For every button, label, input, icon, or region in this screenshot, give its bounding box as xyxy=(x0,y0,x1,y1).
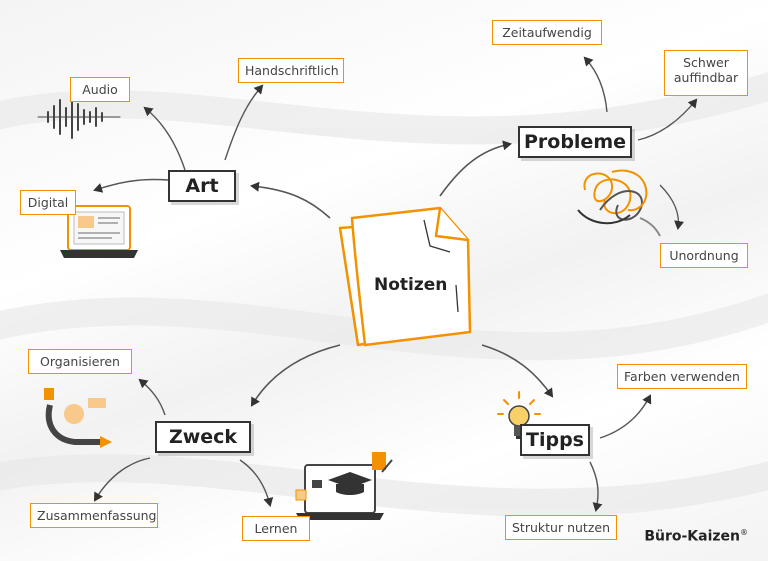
leaf-zusammenfassung[interactable]: Zusammenfassung xyxy=(30,503,158,528)
brand-mark: ® xyxy=(740,528,748,538)
connector-zweck-zusammenfassung xyxy=(93,457,151,502)
connector-art-digital xyxy=(93,178,169,193)
branch-connectors xyxy=(93,56,698,512)
brand-logo: Büro-Kaizen® xyxy=(644,528,748,545)
connector-probleme-unordnung xyxy=(659,184,685,230)
leaf-unordnung[interactable]: Unordnung xyxy=(660,243,748,268)
center-connectors xyxy=(250,140,554,407)
connector-center-zweck xyxy=(250,344,341,407)
leaf-farben-verwenden[interactable]: Farben verwenden xyxy=(617,364,747,389)
leaf-lernen[interactable]: Lernen xyxy=(242,516,310,541)
connector-center-art xyxy=(250,181,331,219)
category-zweck[interactable]: Zweck xyxy=(155,421,251,453)
connector-probleme-zeitaufwendig xyxy=(583,56,608,113)
connector-zweck-organisieren xyxy=(138,378,166,416)
connector-tipps-farben xyxy=(599,394,652,439)
leaf-digital[interactable]: Digital xyxy=(20,190,76,215)
leaf-schwer-line-2: auffindbar xyxy=(673,70,739,85)
leaf-zeitaufwendig[interactable]: Zeitaufwendig xyxy=(492,20,602,45)
brand-name: Büro-Kaizen xyxy=(644,529,740,545)
organize-cycle-icon xyxy=(44,388,112,448)
leaf-organisieren[interactable]: Organisieren xyxy=(28,349,132,374)
category-art[interactable]: Art xyxy=(168,170,236,202)
connector-zweck-lernen xyxy=(239,459,274,507)
leaf-audio[interactable]: Audio xyxy=(70,77,130,102)
leaf-schwer-line-1: Schwer xyxy=(683,55,729,70)
category-probleme[interactable]: Probleme xyxy=(518,126,632,158)
category-tipps[interactable]: Tipps xyxy=(520,424,590,456)
lightbulb-icon xyxy=(497,391,541,439)
tangle-icon xyxy=(577,169,661,237)
connector-tipps-struktur xyxy=(589,461,603,512)
connector-center-probleme xyxy=(439,140,512,197)
audio-waveform-icon xyxy=(37,95,121,139)
learning-laptop-icon xyxy=(295,452,393,520)
laptop-icon xyxy=(60,205,138,258)
leaf-schwer-auffindbar[interactable]: Schwer auffindbar xyxy=(664,50,748,96)
notes-paper-icon xyxy=(338,206,472,347)
leaf-handschriftlich[interactable]: Handschriftlich xyxy=(238,58,344,83)
connector-art-audio xyxy=(143,106,186,171)
leaf-struktur-nutzen[interactable]: Struktur nutzen xyxy=(505,515,617,540)
connector-probleme-schwer xyxy=(637,98,698,141)
center-label: Notizen xyxy=(374,275,448,295)
connector-art-handschriftlich xyxy=(224,84,264,161)
connector-center-tipps xyxy=(481,344,554,398)
